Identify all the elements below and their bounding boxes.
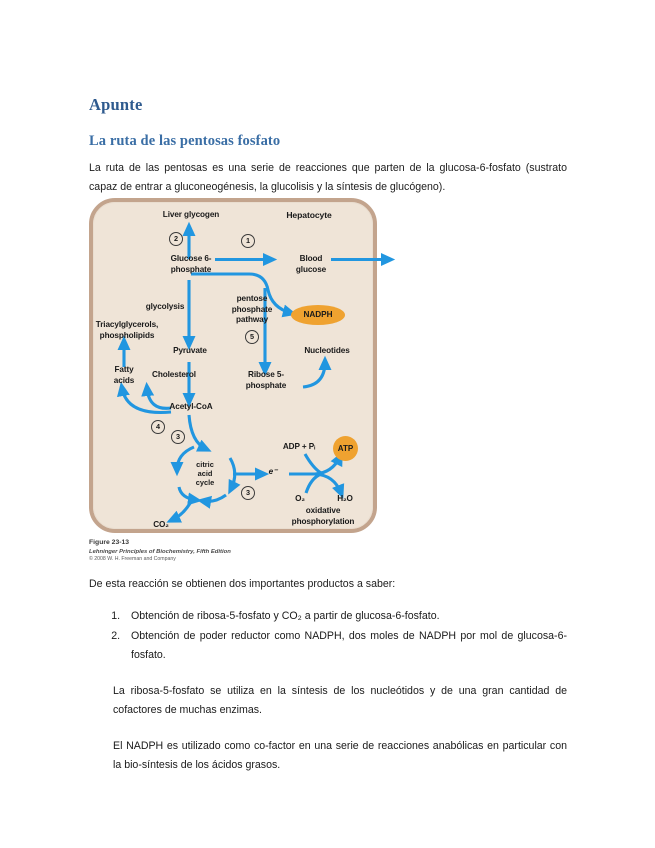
node-h2o: H₂O bbox=[337, 494, 353, 503]
step-4-marker: 4 bbox=[151, 420, 165, 434]
list-item: Obtención de ribosa-5-fosfato y CO₂ a pa… bbox=[123, 607, 567, 626]
node-electron: e⁻ bbox=[268, 467, 278, 476]
node-pyruvate: Pyruvate bbox=[173, 346, 207, 355]
figure-source: Lehninger Principles of Biochemistry, Fi… bbox=[89, 548, 231, 555]
node-nucleotides: Nucleotides bbox=[304, 346, 350, 355]
after-figure-paragraph: De esta reacción se obtienen dos importa… bbox=[89, 578, 396, 590]
node-o2: O₂ bbox=[295, 494, 305, 503]
page-title: Apunte bbox=[89, 95, 143, 114]
node-fatty-acids: Fatty acids bbox=[113, 365, 135, 385]
node-glucose-6-phosphate: Glucose 6- phosphate bbox=[170, 254, 212, 274]
step-3a-marker: 3 bbox=[171, 430, 185, 444]
document-body-block: De esta reacción se obtienen dos importa… bbox=[89, 575, 567, 775]
node-triacylglycerols-phospholipids: Triacylglycerols, phospholipids bbox=[95, 320, 159, 340]
intro-paragraph: La ruta de las pentosas es una serie de … bbox=[89, 162, 567, 193]
figure-copyright: © 2008 W. H. Freeman and Company bbox=[89, 555, 176, 562]
node-citric-acid-cycle: citric acid cycle bbox=[195, 460, 215, 487]
list-item: Obtención de poder reductor como NADPH, … bbox=[123, 627, 567, 665]
node-oxidative-phosphorylation: oxidative phosphorylation bbox=[291, 506, 355, 526]
products-list: Obtención de ribosa-5-fosfato y CO₂ a pa… bbox=[89, 607, 567, 665]
node-hepatocyte-label: Hepatocyte bbox=[286, 210, 332, 220]
ribose-paragraph: La ribosa-5-fosfato se utiliza en la sín… bbox=[113, 685, 567, 716]
node-nadph: NADPH bbox=[291, 305, 345, 325]
step-5-marker: 5 bbox=[245, 330, 259, 344]
node-glycolysis: glycolysis bbox=[145, 302, 185, 311]
node-pentose-phosphate-pathway: pentose phosphate pathway bbox=[231, 294, 273, 324]
hepatocyte-cell-diagram: Liver glycogen Hepatocyte Glucose 6- pho… bbox=[89, 198, 396, 533]
node-adp-pi: ADP + Pᵢ bbox=[282, 442, 316, 451]
section-subtitle: La ruta de las pentosas fosfato bbox=[89, 133, 281, 149]
step-1-marker: 1 bbox=[241, 234, 255, 248]
step-2-marker: 2 bbox=[169, 232, 183, 246]
node-acetyl-coa: Acetyl-CoA bbox=[169, 402, 213, 411]
node-co2: CO₂ bbox=[153, 520, 169, 529]
figure-container: Liver glycogen Hepatocyte Glucose 6- pho… bbox=[89, 198, 396, 563]
figure-number: Figure 23-13 bbox=[89, 539, 130, 546]
document-header-block: Apunte La ruta de las pentosas fosfato L… bbox=[89, 95, 567, 203]
figure-caption: Figure 23-13 Lehninger Principles of Bio… bbox=[89, 539, 349, 563]
nadph-paragraph: El NADPH es utilizado como co-factor en … bbox=[113, 740, 567, 771]
node-cholesterol: Cholesterol bbox=[152, 370, 196, 379]
node-ribose-5-phosphate: Ribose 5- phosphate bbox=[245, 370, 287, 390]
node-atp: ATP bbox=[333, 436, 358, 461]
node-liver-glycogen: Liver glycogen bbox=[162, 210, 220, 219]
step-3b-marker: 3 bbox=[241, 486, 255, 500]
node-blood-glucose: Blood glucose bbox=[295, 254, 327, 274]
